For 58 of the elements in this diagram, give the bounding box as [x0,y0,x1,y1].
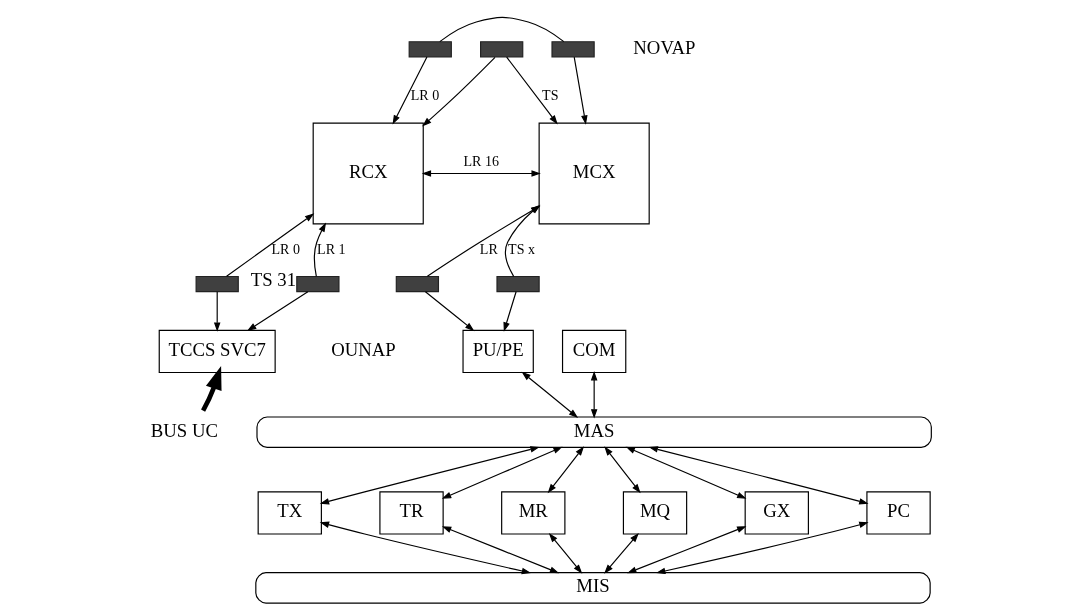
arrow [422,56,496,127]
arrow [226,213,315,277]
node-box: MR [501,491,566,535]
node-box: MCX [538,122,650,225]
edge-label: TS x [508,240,536,257]
label: OUNAP [331,338,396,360]
arrow [604,533,639,574]
arrow [656,521,869,575]
node-bar [496,275,540,293]
arrow [201,366,222,412]
node-box: COM [561,329,627,374]
arrow [213,291,221,332]
arrow [421,170,541,177]
arrow [503,291,517,332]
arrow [648,446,869,505]
node-bar [408,41,452,58]
node-label: TS 31 [250,268,297,290]
node-bar [480,41,524,58]
arrow [441,446,563,499]
edge-label: TS [542,87,559,104]
edge-label: LR 1 [317,240,346,257]
arrow [627,526,747,574]
arrow [573,56,588,125]
arrow [247,291,309,332]
label: NOVAP [633,36,696,58]
arrow [313,222,327,277]
edge-label: LR 16 [463,152,499,169]
node-box: PU/PE [462,329,534,374]
arrow [604,446,641,494]
arrow [319,521,532,575]
arrow [625,446,747,499]
node-box: TR [379,491,444,535]
arrow [548,532,583,574]
node-bar [195,275,239,293]
edge-label: LR [479,240,498,257]
node-box: TCCS SVC7 [158,329,276,374]
arrow [590,371,598,419]
arrow [424,291,475,332]
edge-label: LR 0 [410,87,440,104]
arrow [547,446,585,494]
node-box: TX [257,491,322,535]
arrow [392,56,428,125]
arrow [521,371,579,418]
node-box: PC [866,491,931,535]
edge-label: LR 0 [271,240,300,257]
connector [439,16,565,43]
node-bar [395,275,440,293]
node-box: MAS [256,416,932,448]
arrow [506,56,558,125]
node-box: MQ [622,491,688,535]
node-box: RCX [312,122,424,225]
node-text: BUS UC [150,419,218,441]
node-box: GX [744,491,809,535]
node-bar [296,275,340,293]
node-box: MIS [255,572,931,604]
node-bar [551,41,595,58]
arrow [441,526,560,574]
arrow [319,446,540,505]
